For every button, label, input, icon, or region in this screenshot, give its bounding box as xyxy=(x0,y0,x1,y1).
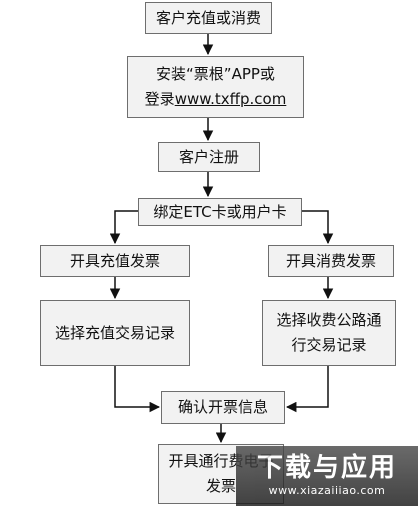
arrow-select-toll-to-confirm xyxy=(285,366,329,413)
node-install-line2-prefix: 登录 xyxy=(144,90,175,108)
node-install-text: 安装“票根”APP或 登录www.txffp.com xyxy=(145,62,287,112)
node-consume: 客户充值或消费 xyxy=(145,2,272,34)
node-install-line1: 安装“票根”APP或 xyxy=(156,65,275,83)
node-select-toll: 选择收费公路通行交易记录 xyxy=(262,300,396,366)
node-consume-label: 客户充值或消费 xyxy=(155,8,261,27)
watermark-logo: 下载与应用 www.xiazaiiiao.com xyxy=(236,446,418,506)
node-register: 客户注册 xyxy=(158,142,260,172)
node-select-recharge: 选择充值交易记录 xyxy=(40,300,190,366)
node-recharge-invoice-label: 开具充值发票 xyxy=(69,251,160,270)
website-link[interactable]: www.txffp.com xyxy=(174,90,287,108)
node-register-label: 客户注册 xyxy=(178,147,239,166)
arrow-bind-to-recharge-invoice xyxy=(109,210,138,245)
node-bind: 绑定ETC卡或用户卡 xyxy=(138,198,302,226)
watermark-url: www.xiazaiiiao.com xyxy=(268,484,386,497)
node-select-toll-label: 选择收费公路通行交易记录 xyxy=(276,311,382,354)
node-select-recharge-label: 选择充值交易记录 xyxy=(55,323,176,342)
arrow-bind-to-consume-invoice xyxy=(302,210,334,245)
arrow-select-recharge-to-confirm xyxy=(114,366,161,413)
node-confirm-label: 确认开票信息 xyxy=(177,398,268,416)
watermark-title: 下载与应用 xyxy=(256,453,397,483)
node-bind-label: 绑定ETC卡或用户卡 xyxy=(153,202,287,221)
node-install: 安装“票根”APP或 登录www.txffp.com xyxy=(127,56,304,118)
node-consume-invoice: 开具消费发票 xyxy=(268,245,394,277)
node-recharge-invoice: 开具充值发票 xyxy=(40,245,190,277)
node-confirm: 确认开票信息 xyxy=(161,391,285,424)
node-consume-invoice-label: 开具消费发票 xyxy=(285,251,376,270)
